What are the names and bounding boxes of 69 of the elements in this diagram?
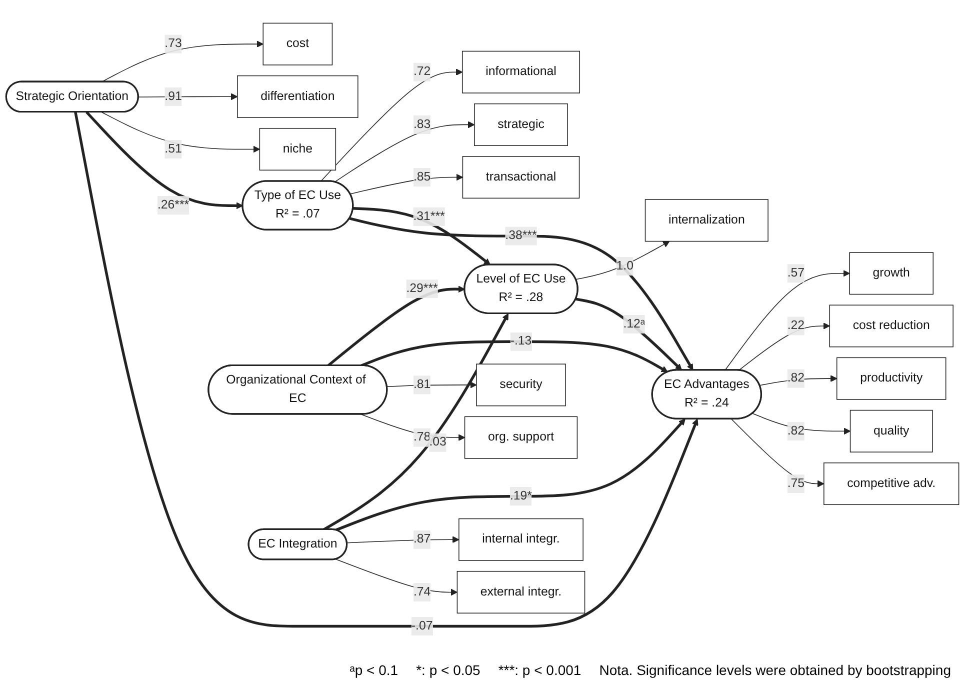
arrow (350, 174, 464, 194)
arrow (320, 68, 463, 182)
arrow (730, 418, 824, 487)
arrow (327, 285, 466, 366)
edge-label: .85 (413, 170, 431, 184)
edge-label: .12ᵃ (623, 316, 646, 330)
node-box: growth (849, 252, 934, 294)
arrow (323, 312, 508, 530)
arrow (334, 120, 475, 182)
edge-label: .78 (413, 430, 431, 444)
edge-label: .87 (413, 532, 431, 546)
arrow (738, 322, 830, 370)
arrow (759, 374, 838, 386)
edge-label: 1.0 (616, 258, 634, 272)
edge-label: .51 (164, 142, 182, 156)
edge-label: -.07 (411, 618, 433, 632)
node-box: strategic (474, 103, 568, 146)
node-box: transactional (462, 156, 580, 198)
arrow (346, 536, 460, 543)
node-box: internal integr. (458, 518, 584, 561)
arrow (74, 112, 698, 628)
edge-label: .75 (787, 476, 805, 490)
edge-label: .72 (413, 64, 431, 78)
edge-label: .73 (164, 36, 182, 50)
edge-label: .03 (429, 435, 446, 448)
node-box: internalization (644, 198, 768, 242)
edge-label: .22 (787, 318, 805, 332)
edge-label: .31*** (413, 209, 445, 223)
footnote: *: p < 0.05 (416, 662, 480, 678)
node-box: informational (462, 50, 580, 94)
arrow (360, 340, 668, 372)
footnote: ***: p < 0.001 (498, 662, 582, 678)
arrow (752, 412, 851, 434)
edge-label: .74 (413, 584, 431, 598)
edge-label: .91 (164, 89, 182, 102)
node-box: niche (259, 128, 336, 170)
arrow (724, 270, 850, 370)
arrow (138, 92, 238, 100)
arrow (336, 558, 458, 596)
edge-label: .26*** (157, 198, 190, 212)
arrow (576, 297, 682, 370)
node-box: cost reduction (829, 304, 954, 347)
node-box: security (476, 363, 566, 406)
edge-label: .19* (510, 489, 532, 502)
arrow (576, 240, 670, 280)
arrow (86, 110, 244, 209)
edge-label: .81 (413, 378, 431, 391)
footnote: Nota. Significance levels were obtained by bootstrapping (599, 662, 951, 678)
node-box: org. support (464, 416, 578, 458)
footnote: ᵃp < 0.1 (350, 662, 398, 678)
node-box: cost (262, 22, 333, 65)
node-box: quality (850, 410, 933, 452)
arrow (349, 216, 694, 370)
node-box: competitive adv. (824, 462, 960, 505)
node-box: productivity (836, 356, 946, 400)
node-box: differentiation (237, 75, 358, 118)
arrow (335, 418, 686, 531)
edge-label: .29*** (406, 282, 438, 295)
arrow (353, 206, 491, 265)
node-box: external integr. (456, 570, 586, 614)
arrow (360, 414, 466, 441)
edge-label: .82 (787, 371, 805, 384)
arrow (101, 111, 260, 152)
edge-label: .83 (413, 117, 431, 131)
arrow (386, 381, 477, 388)
edge-label: .38*** (505, 228, 537, 242)
edge-label: -.13 (510, 334, 532, 348)
edge-label: .82 (787, 424, 805, 437)
edge-label: .57 (787, 266, 805, 280)
